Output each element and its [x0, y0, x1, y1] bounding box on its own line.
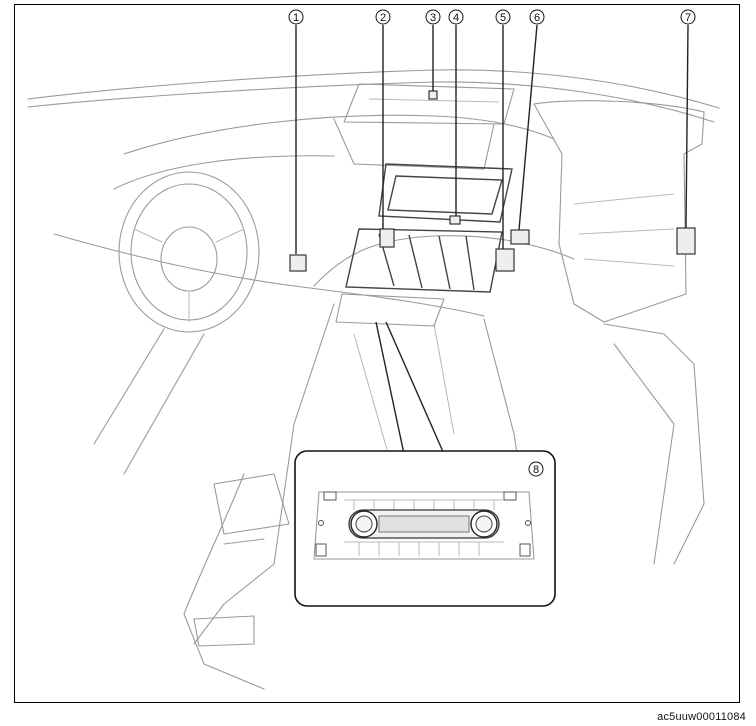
callout-1: 1: [293, 12, 299, 24]
part-1: [289, 254, 307, 272]
steering-wheel: [93, 171, 260, 475]
diagram-border: [14, 4, 740, 703]
diagram-canvas: 1 2 3 4 5 6 7 8: [14, 4, 740, 703]
part-3: [428, 90, 438, 100]
callout-5: 5: [500, 12, 506, 24]
callout-6: 6: [534, 12, 540, 24]
center-vent-assembly: [335, 163, 513, 327]
callout-8: 8: [533, 464, 539, 476]
part-6: [510, 229, 530, 245]
part-7: [676, 227, 696, 255]
dashboard-outline: [27, 69, 720, 323]
callout-2: 2: [380, 12, 386, 24]
center-console: [183, 303, 705, 690]
callout-7: 7: [685, 12, 691, 24]
inset-climate-panel: 8: [294, 450, 556, 607]
callout-markers: 1 2 3 4 5 6 7: [288, 9, 696, 25]
figure-code: ac5uuw00011084: [657, 711, 746, 723]
callout-3: 3: [430, 12, 436, 24]
callout-4: 4: [453, 12, 459, 24]
leader-lines: [295, 24, 689, 455]
part-2: [379, 228, 395, 248]
part-4: [449, 215, 461, 225]
part-5: [495, 248, 515, 272]
component-parts: [289, 90, 696, 272]
